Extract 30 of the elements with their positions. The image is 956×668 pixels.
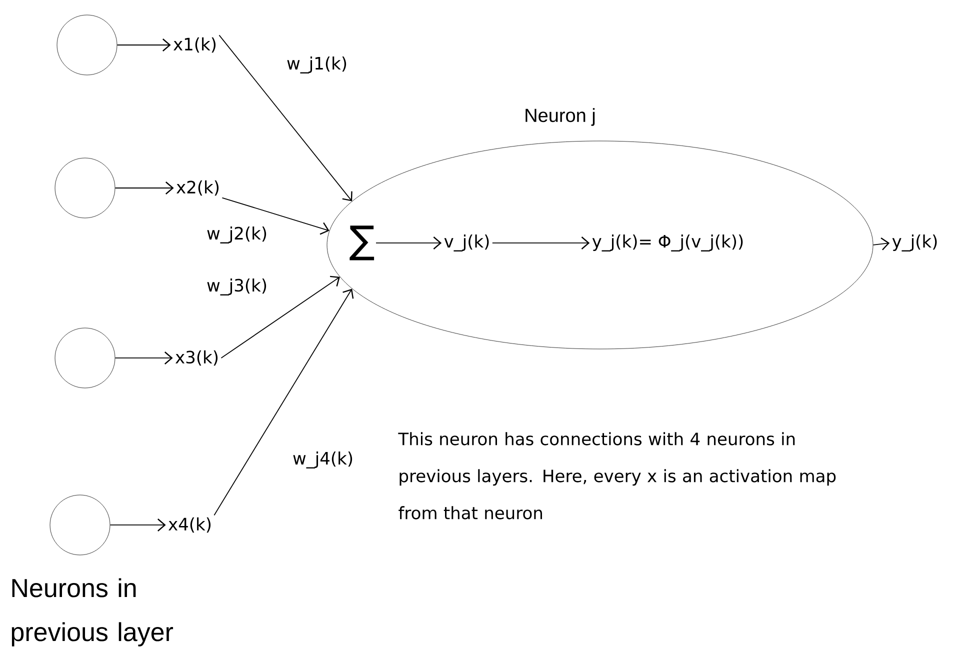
arrow: [214, 288, 354, 516]
arrow: [376, 236, 442, 250]
edge-label: w_j3(k): [205, 278, 269, 296]
edge-label: w_j1(k): [285, 56, 349, 74]
circle-shape: [54, 328, 116, 388]
circle-shape: [50, 494, 110, 556]
arrow: [220, 276, 340, 358]
arrow: [218, 34, 352, 202]
sum-symbol: ∑: [350, 226, 374, 260]
arrow: [114, 352, 173, 364]
node-text: x2(k): [176, 180, 219, 196]
arrow: [222, 197, 330, 235]
arrow: [114, 182, 174, 194]
arrow: [492, 236, 590, 250]
circle-shape: [56, 14, 118, 76]
edge-label: w_j4(k): [291, 450, 355, 470]
node-text: x4(k): [168, 517, 211, 533]
arrow: [116, 38, 171, 52]
arrow: [110, 518, 166, 532]
node-text: y_j(k)= Φ_j(v_j(k)): [592, 234, 743, 252]
node-text: v_j(k): [444, 234, 489, 252]
node-text: y_j(k): [892, 234, 937, 252]
node-text: x1(k): [174, 37, 216, 53]
node-heading: Neuron j: [526, 108, 595, 126]
edge-label: w_j2(k): [205, 226, 269, 244]
arrow: [872, 238, 890, 250]
circle-shape: [54, 158, 116, 218]
node-text: x3(k): [176, 350, 218, 366]
note-text: This neuron has connections with 4 neurons in previous layers. Here, every x is an activation map from that neuron: [398, 432, 836, 520]
caption: Neurons in previous layer: [12, 578, 174, 646]
